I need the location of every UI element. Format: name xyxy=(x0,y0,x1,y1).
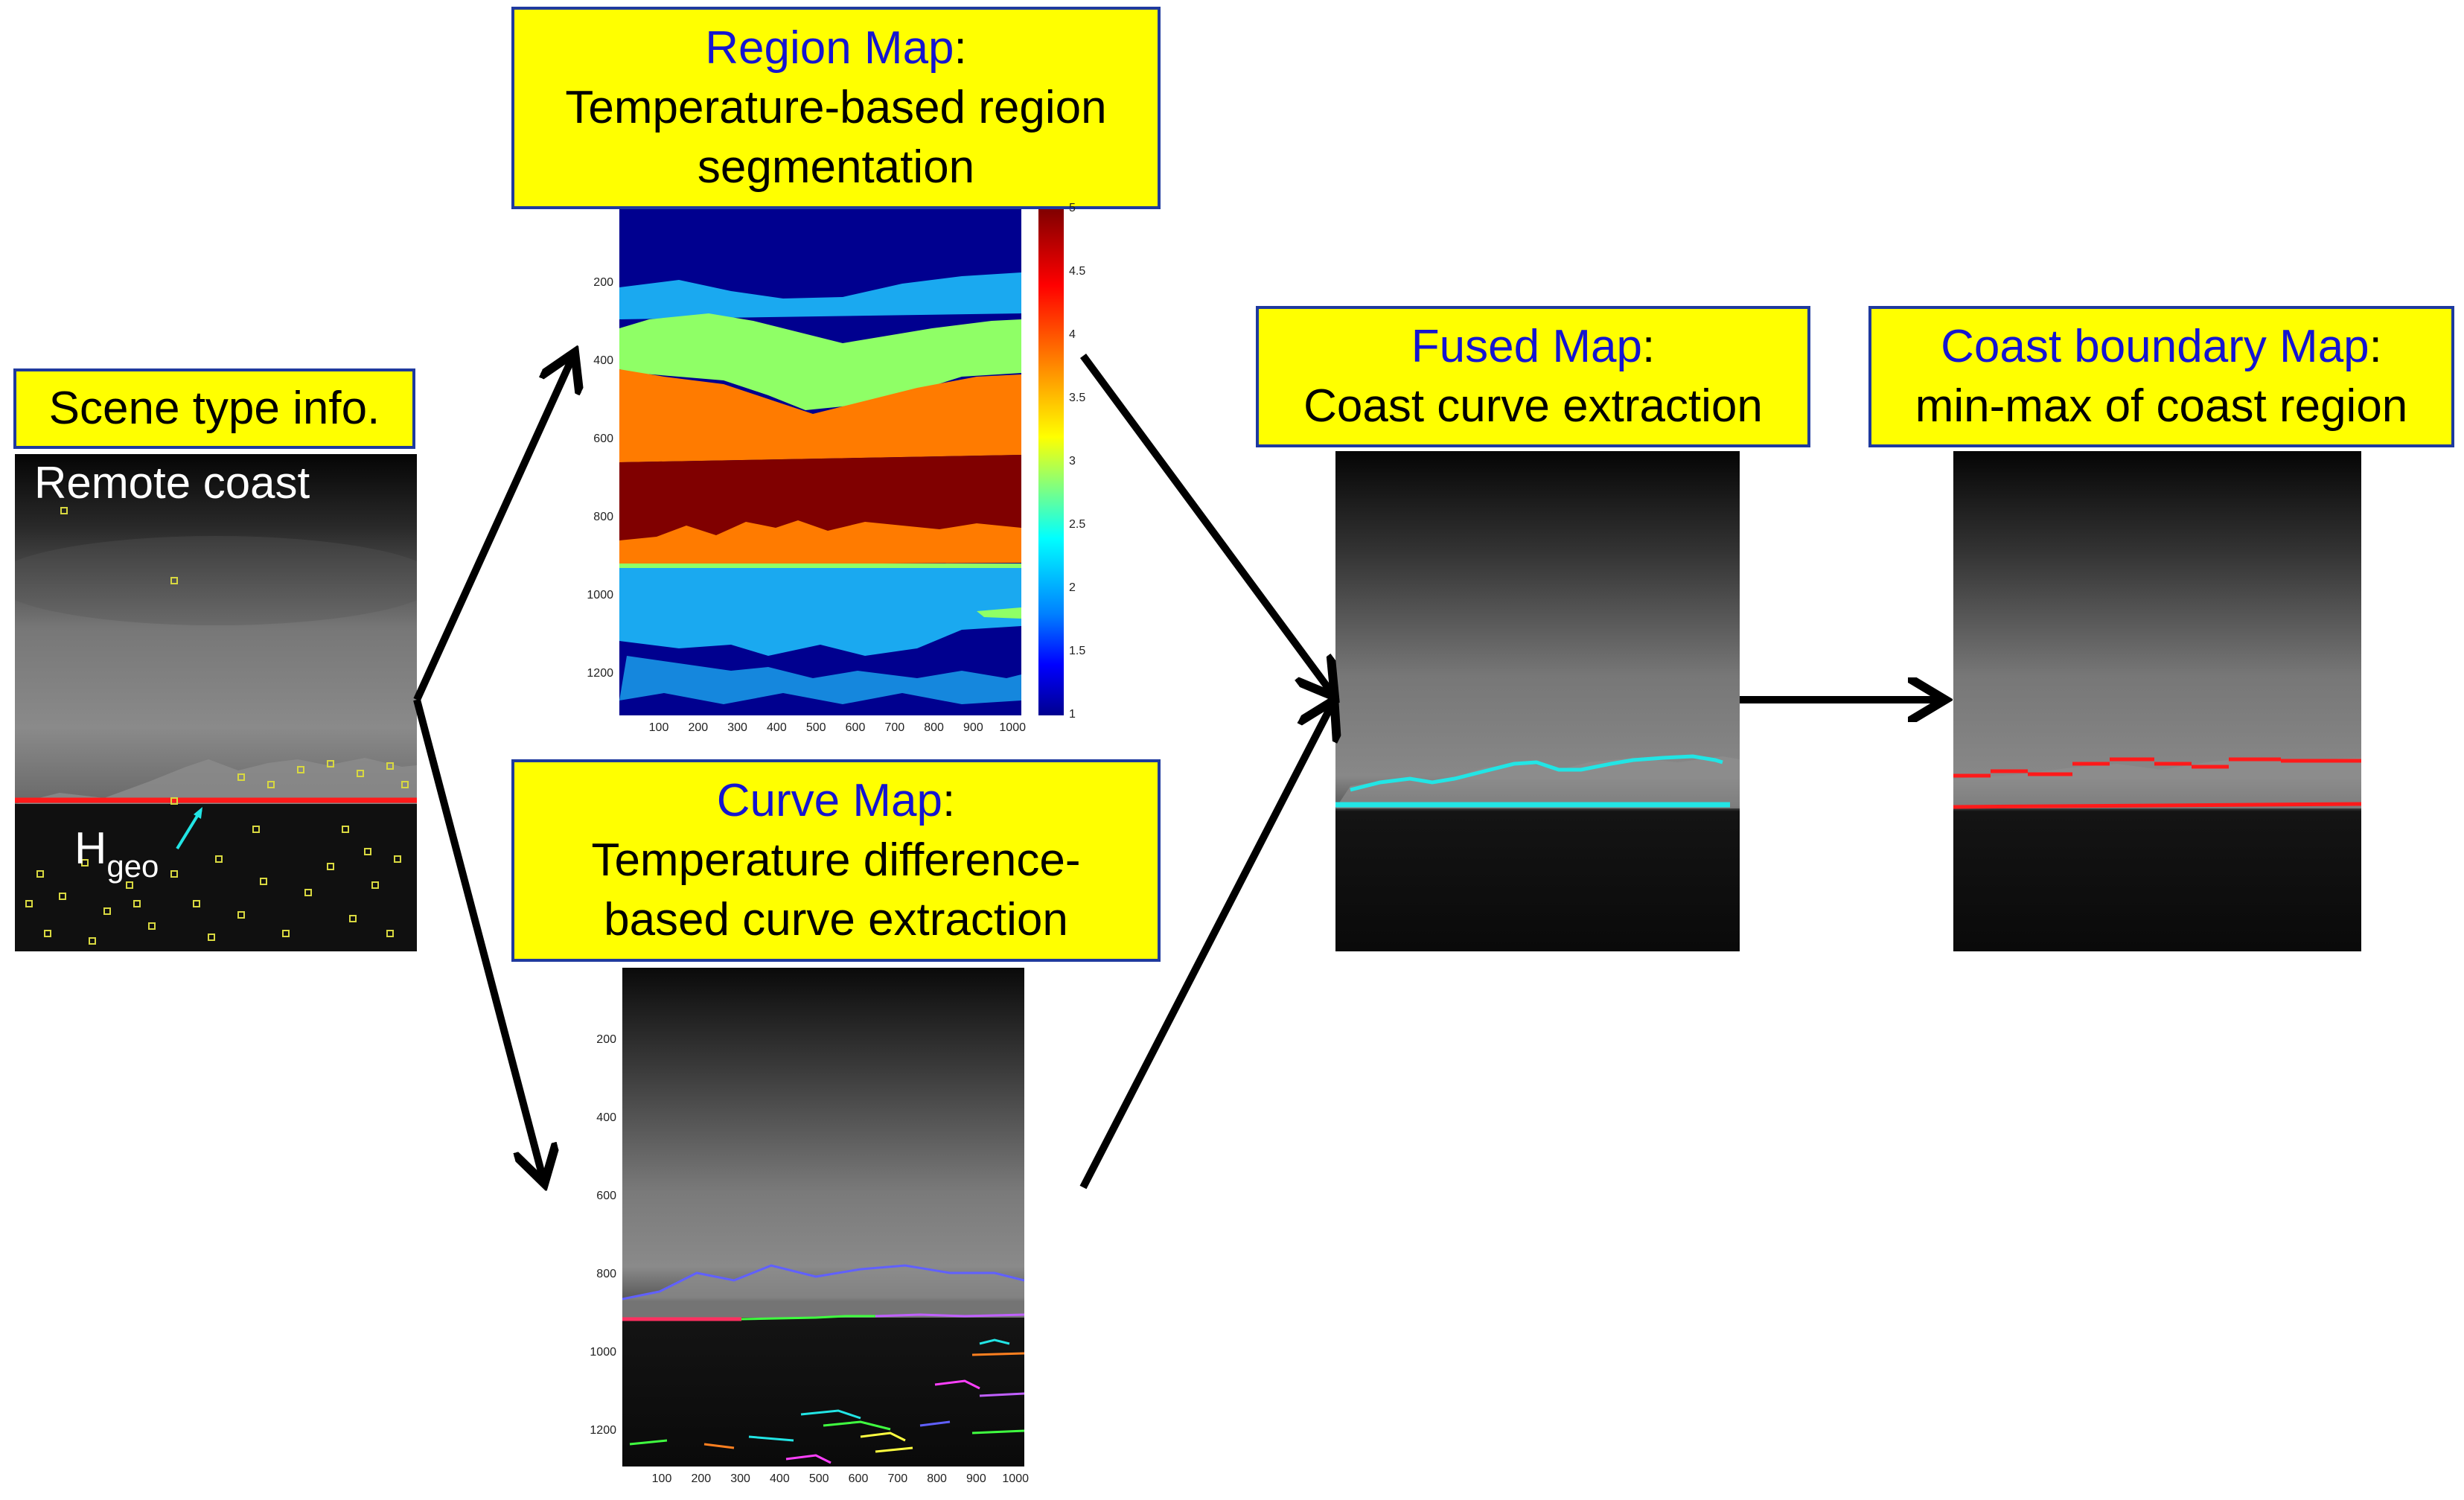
y-tick-label: 800 xyxy=(593,511,613,523)
region-map-title: Region Map xyxy=(705,22,954,74)
curve-map-image xyxy=(622,968,1025,1467)
y-tick-label: 200 xyxy=(596,1033,616,1046)
x-tick-label: 700 xyxy=(884,721,905,734)
y-tick-label: 400 xyxy=(593,354,613,367)
arrow-scene-to-region xyxy=(413,356,573,702)
coast-boundary-map-title: Coast boundary Map xyxy=(1941,321,2369,372)
coast-boundary-map-line2: min-max of coast region xyxy=(1915,380,2408,432)
scene-image-panel: Remote coast Hgeo xyxy=(15,454,417,951)
feature-markers xyxy=(25,507,409,945)
coast-boundary-image xyxy=(1953,451,2361,951)
fused-map-title: Fused Map xyxy=(1411,321,1642,372)
region-colorbar xyxy=(1038,209,1064,715)
upper-coast-curve xyxy=(622,1264,1025,1300)
y-tick-label: 800 xyxy=(596,1268,616,1280)
colorbar-tick-label: 1.5 xyxy=(1069,645,1086,657)
colorbar-tick-label: 2 xyxy=(1069,581,1076,594)
y-tick-label: 200 xyxy=(593,276,613,289)
curve-map-line2: Temperature difference- xyxy=(591,834,1081,886)
colorbar-tick-label: 4 xyxy=(1069,328,1076,341)
curve-map-line3: based curve extraction xyxy=(604,894,1068,945)
y-tick-label: 1000 xyxy=(590,1346,616,1359)
y-tick-label: 600 xyxy=(593,433,613,445)
sea-clutter-curves xyxy=(629,1338,1025,1464)
fused-map-box: Fused Map: Coast curve extraction xyxy=(1256,306,1810,447)
coast-max-boundary xyxy=(1953,757,2361,778)
scene-type-box: Scene type info. xyxy=(13,368,415,449)
colorbar-tick-label: 5 xyxy=(1069,202,1076,214)
x-tick-label: 900 xyxy=(966,1472,986,1485)
region-map-image xyxy=(619,209,1021,715)
coast-min-boundary xyxy=(1953,802,2361,809)
scene-image xyxy=(15,454,417,951)
x-tick-label: 1000 xyxy=(999,721,1026,734)
x-tick-label: 300 xyxy=(730,1472,750,1485)
fused-map-image-panel xyxy=(1335,451,1740,951)
x-tick-label: 600 xyxy=(848,1472,869,1485)
hgeo-label: Hgeo xyxy=(74,823,159,884)
y-tick-label: 1000 xyxy=(587,589,613,601)
curve-map-box: Curve Map: Temperature difference- based… xyxy=(511,759,1161,962)
colorbar-tick-label: 3 xyxy=(1069,455,1076,467)
x-tick-label: 300 xyxy=(727,721,747,734)
fused-map-image xyxy=(1335,451,1740,951)
x-tick-label: 200 xyxy=(688,721,709,734)
scene-type-title: Scene type info. xyxy=(48,383,380,434)
x-tick-label: 100 xyxy=(648,721,669,734)
region-map-line3: segmentation xyxy=(697,141,975,193)
scene-caption: Remote coast xyxy=(34,458,310,508)
curve-map-title: Curve Map xyxy=(716,775,942,826)
x-tick-label: 400 xyxy=(767,721,787,734)
fused-coast-curve xyxy=(1350,754,1723,792)
colorbar-tick-label: 2.5 xyxy=(1069,518,1086,531)
x-tick-label: 700 xyxy=(887,1472,908,1485)
x-tick-label: 200 xyxy=(691,1472,712,1485)
region-map-box: Region Map: Temperature-based region seg… xyxy=(511,7,1161,209)
fused-map-line2: Coast curve extraction xyxy=(1303,380,1763,432)
y-tick-label: 600 xyxy=(596,1190,616,1202)
x-tick-label: 1000 xyxy=(1002,1472,1029,1485)
x-tick-label: 800 xyxy=(924,721,944,734)
y-tick-label: 1200 xyxy=(587,667,613,680)
x-tick-label: 600 xyxy=(845,721,866,734)
curve-map-plot xyxy=(622,968,1025,1467)
coast-boundary-image-panel xyxy=(1953,451,2361,951)
region-map-plot xyxy=(619,209,1036,723)
x-tick-label: 500 xyxy=(805,721,826,734)
x-tick-label: 400 xyxy=(770,1472,790,1485)
x-tick-label: 800 xyxy=(927,1472,947,1485)
x-tick-label: 500 xyxy=(808,1472,829,1485)
y-tick-label: 400 xyxy=(596,1111,616,1124)
region-map-line2: Temperature-based region xyxy=(565,82,1107,133)
coast-boundary-map-box: Coast boundary Map: min-max of coast reg… xyxy=(1868,306,2454,447)
hgeo-arrowhead xyxy=(194,807,202,819)
colorbar-tick-label: 4.5 xyxy=(1069,265,1086,278)
colorbar-tick-label: 1 xyxy=(1069,708,1076,721)
y-tick-label: 1200 xyxy=(590,1424,616,1437)
x-tick-label: 100 xyxy=(651,1472,672,1485)
colorbar-tick-label: 3.5 xyxy=(1069,392,1086,404)
x-tick-label: 900 xyxy=(963,721,983,734)
